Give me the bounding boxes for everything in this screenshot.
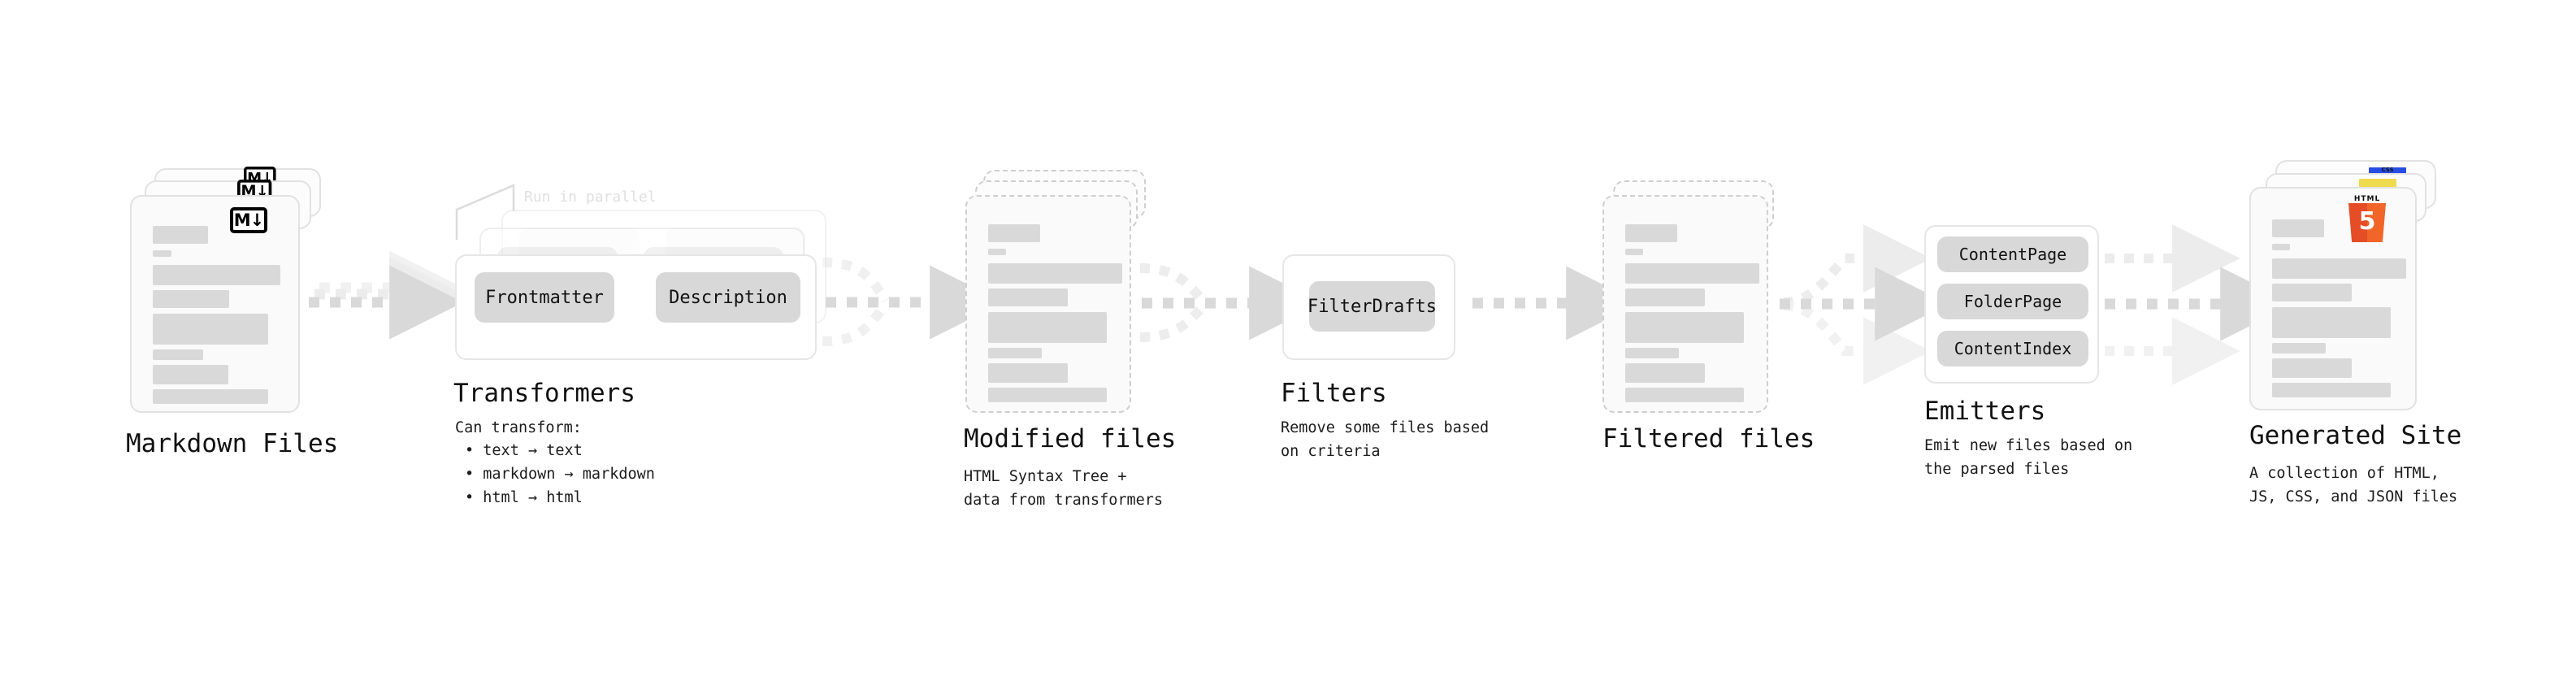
- skeleton-line: [1625, 312, 1744, 343]
- arrow-filtered-to-emitters: [1780, 224, 1949, 385]
- skeleton-line: [153, 389, 268, 404]
- skeleton-line: [153, 349, 203, 360]
- skeleton-line: [2272, 307, 2391, 338]
- site-card-front: [2249, 187, 2417, 410]
- transform-bullet-text: • text → text: [465, 442, 583, 459]
- arrow-emitters-to-site: [2105, 224, 2295, 385]
- skeleton-line: [153, 265, 280, 285]
- arrow-markdown-to-transformers: [309, 250, 464, 340]
- skeleton-title: [988, 224, 1040, 242]
- skeleton-line: [153, 314, 268, 345]
- modified-files-title: Modified files: [964, 424, 1177, 453]
- markdown-files-title: Markdown Files: [126, 429, 339, 458]
- skeleton-title: [1625, 224, 1677, 242]
- skeleton-meta: [1625, 249, 1643, 255]
- skeleton-meta: [153, 250, 171, 257]
- filters-panel: FilterDrafts: [1282, 254, 1455, 360]
- filters-title: Filters: [1281, 379, 1387, 408]
- emitters-panel: ContentPage FolderPage ContentIndex: [1924, 225, 2099, 384]
- skeleton-line: [988, 388, 1107, 402]
- skeleton-line: [2272, 343, 2326, 354]
- emitters-subtitle: Emit new files based on the parsed files: [1924, 437, 2133, 478]
- css-badge-label: CSS: [2381, 167, 2394, 173]
- run-in-parallel-label: Run in parallel: [524, 189, 657, 206]
- skeleton-title: [2272, 219, 2324, 237]
- skeleton-line: [1625, 363, 1705, 383]
- html5-badge-number: 5: [2358, 207, 2376, 236]
- modified-files-subtitle: HTML Syntax Tree + data from transformer…: [964, 468, 1164, 509]
- html5-badge-tag: HTML: [2353, 195, 2381, 203]
- skeleton-title: [153, 226, 208, 244]
- emitters-title: Emitters: [1924, 397, 2046, 426]
- transformers-subtitle: Can transform:: [455, 419, 582, 436]
- transform-bullet-markdown: • markdown → markdown: [465, 466, 655, 483]
- skeleton-line: [988, 288, 1068, 306]
- transformers-bullets: • text → text • markdown → markdown • ht…: [465, 439, 655, 510]
- skeleton-line: [1625, 263, 1759, 284]
- generated-site-title: Generated Site: [2249, 421, 2462, 450]
- arrow-modified-to-filters: [1139, 263, 1324, 342]
- skeleton-line: [1625, 288, 1705, 306]
- skeleton-line: [988, 312, 1107, 343]
- skeleton-line: [988, 363, 1068, 383]
- skeleton-line: [153, 365, 228, 384]
- skeleton-line: [2272, 284, 2352, 301]
- modified-card-front: [965, 195, 1131, 413]
- chip-folderpage[interactable]: FolderPage: [1937, 284, 2088, 319]
- generated-site-subtitle: A collection of HTML, JS, CSS, and JSON …: [2249, 465, 2458, 505]
- skeleton-line: [2272, 358, 2352, 378]
- skeleton-line: [2272, 258, 2406, 279]
- chip-contentindex[interactable]: ContentIndex: [1937, 331, 2088, 367]
- arrow-transformers-to-modified: [822, 258, 1004, 346]
- filtered-files-title: Filtered files: [1602, 424, 1815, 453]
- filtered-card-front: [1602, 195, 1768, 413]
- skeleton-line: [1625, 348, 1679, 358]
- markdown-badge-front: M↓: [230, 207, 267, 233]
- skeleton-line: [153, 290, 229, 308]
- skeleton-line: [2272, 383, 2391, 397]
- chip-description[interactable]: Description: [656, 272, 800, 323]
- skeleton-line: [1625, 388, 1744, 402]
- markdown-card-front: [130, 195, 300, 413]
- chip-contentpage[interactable]: ContentPage: [1937, 236, 2088, 272]
- chip-frontmatter[interactable]: Frontmatter: [475, 272, 614, 323]
- transform-bullet-html: • html → html: [465, 489, 583, 506]
- html5-badge: HTML 5: [2348, 195, 2386, 242]
- html5-shield-shape: [2348, 203, 2386, 242]
- chip-filterdrafts[interactable]: FilterDrafts: [1308, 281, 1437, 332]
- skeleton-meta: [988, 249, 1006, 255]
- transformer-panel-front: Frontmatter Description: [455, 254, 817, 360]
- skeleton-line: [988, 348, 1042, 358]
- filters-subtitle: Remove some files based on criteria: [1281, 419, 1490, 460]
- transformers-title: Transformers: [453, 379, 635, 408]
- skeleton-meta: [2272, 244, 2290, 250]
- skeleton-line: [988, 263, 1122, 284]
